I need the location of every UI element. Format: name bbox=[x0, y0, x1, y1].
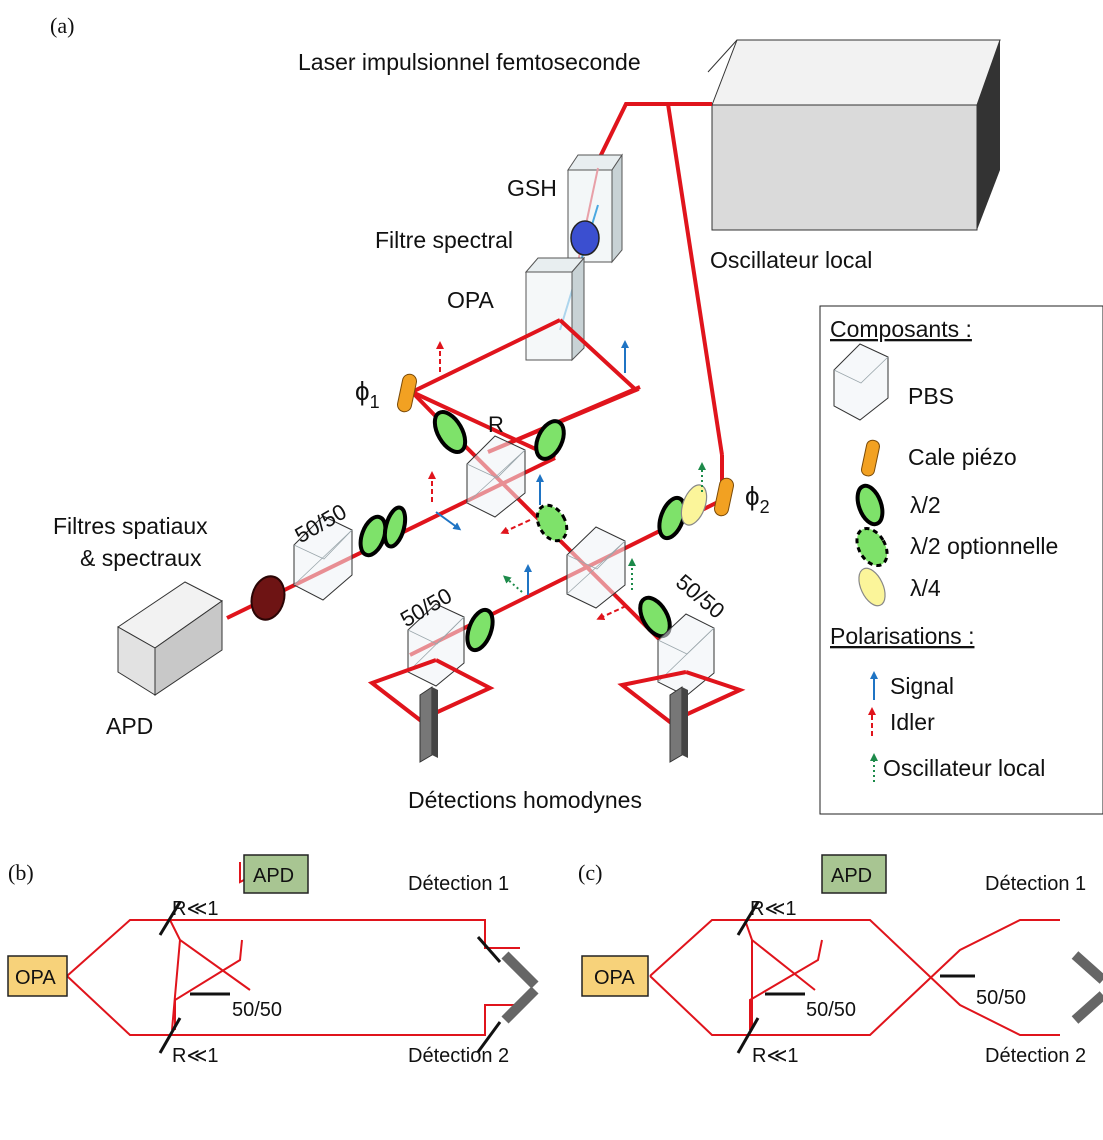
panel-c: (c) OPA APD R≪1 R≪1 50/50 50/50 Détectio… bbox=[578, 854, 1103, 1067]
half-wave-plate-optional bbox=[535, 503, 569, 543]
panel-c-mirror-bottom bbox=[736, 1017, 760, 1054]
panel-b-apd bbox=[243, 854, 309, 894]
svg-text:R≪1: R≪1 bbox=[750, 898, 797, 920]
panel-c-apd bbox=[821, 854, 887, 894]
svg-text:APD: APD bbox=[253, 865, 294, 887]
half-wave-plate bbox=[657, 495, 687, 541]
homodyne-detector bbox=[669, 686, 688, 763]
svg-text:APD: APD bbox=[831, 865, 872, 887]
spectral-filter bbox=[570, 220, 600, 256]
homodyne-detector bbox=[419, 686, 438, 763]
legend-components-title: Composants : bbox=[830, 316, 972, 342]
panel-b-beams bbox=[66, 862, 520, 1036]
panel-b: (b) OPA APD R≪1 R≪1 50/50 Détection 1 Dé… bbox=[7, 854, 539, 1067]
pbs-center bbox=[566, 526, 626, 609]
half-wave-plate bbox=[432, 410, 468, 454]
legend-quarter-wave-icon bbox=[858, 567, 886, 607]
homodyne-label: Détections homodynes bbox=[408, 787, 642, 813]
legend-piezo: Cale piézo bbox=[908, 444, 1017, 470]
panel-b-opa bbox=[7, 955, 68, 997]
filters-label-line1: Filtres spatiaux bbox=[53, 513, 208, 539]
lo-beam bbox=[666, 103, 724, 456]
panel-c-detector-2 bbox=[1071, 991, 1103, 1024]
phi2-label: ϕ2 bbox=[745, 481, 770, 517]
panel-c-beams bbox=[649, 919, 1060, 1036]
panel-b-det-mirror-bottom bbox=[476, 1021, 502, 1053]
panel-c-opa bbox=[581, 955, 649, 997]
piezo-phi2 bbox=[714, 477, 734, 517]
panel-a: (a) Laser impulsionnel femtoseconde GSH … bbox=[50, 13, 1001, 813]
svg-text:OPA: OPA bbox=[594, 967, 635, 989]
half-wave-plate bbox=[382, 505, 408, 549]
svg-text:Détection 2: Détection 2 bbox=[408, 1045, 509, 1067]
panel-b-detector-2 bbox=[501, 986, 539, 1024]
legend-half-wave: λ/2 bbox=[910, 492, 941, 518]
svg-text:50/50: 50/50 bbox=[232, 999, 282, 1021]
apd-box bbox=[117, 581, 223, 696]
idler-arrow bbox=[500, 519, 531, 534]
pbs-r bbox=[466, 435, 526, 518]
legend: Composants : PBS Cale piézo λ/2 λ/2 opti… bbox=[819, 305, 1103, 815]
filter-label: Filtre spectral bbox=[375, 227, 513, 253]
gsh-label: GSH bbox=[507, 175, 557, 201]
panel-b-det-mirror-top bbox=[476, 936, 502, 963]
legend-quarter-wave: λ/4 bbox=[910, 575, 941, 601]
panel-b-detector-1 bbox=[501, 951, 539, 989]
svg-text:Détection 1: Détection 1 bbox=[985, 873, 1086, 895]
legend-half-wave-optional-icon bbox=[855, 527, 889, 567]
pump-beam bbox=[597, 102, 712, 160]
panel-c-label: (c) bbox=[578, 860, 602, 885]
legend-pbs: PBS bbox=[908, 383, 954, 409]
bs-bottom-right-label: 50/50 bbox=[671, 569, 729, 624]
legend-half-wave-icon bbox=[855, 483, 885, 527]
idler-arrow bbox=[596, 605, 627, 620]
spatial-spectral-filter bbox=[250, 575, 286, 621]
panel-b-mirror-bottom bbox=[158, 1017, 182, 1054]
svg-text:R≪1: R≪1 bbox=[172, 1045, 219, 1067]
svg-text:OPA: OPA bbox=[15, 967, 56, 989]
svg-text:Détection 2: Détection 2 bbox=[985, 1045, 1086, 1067]
svg-text:R≪1: R≪1 bbox=[752, 1045, 799, 1067]
panel-b-label: (b) bbox=[8, 860, 34, 885]
laser-label: Laser impulsionnel femtoseconde bbox=[298, 49, 641, 75]
opa-crystal bbox=[524, 256, 586, 362]
r-label: R bbox=[488, 412, 504, 437]
opa-label: OPA bbox=[447, 287, 495, 313]
laser-box bbox=[711, 39, 1001, 231]
legend-piezo-icon bbox=[861, 439, 880, 477]
legend-signal: Signal bbox=[890, 673, 954, 699]
lo-arrow bbox=[502, 575, 523, 593]
panel-b-mirror-top bbox=[158, 901, 182, 936]
apd-label: APD bbox=[106, 713, 153, 739]
local-oscillator-label: Oscillateur local bbox=[710, 247, 872, 273]
piezo-phi1 bbox=[397, 373, 417, 413]
legend-polarisations-title: Polarisations : bbox=[830, 623, 974, 649]
half-wave-plate bbox=[534, 419, 566, 461]
svg-text:50/50: 50/50 bbox=[976, 987, 1026, 1009]
phi1-label: ϕ1 bbox=[355, 376, 380, 412]
bs-cube-left bbox=[293, 515, 353, 601]
legend-local-oscillator: Oscillateur local bbox=[883, 755, 1045, 781]
legend-half-wave-optional: λ/2 optionnelle bbox=[910, 533, 1058, 559]
panel-c-detector-1 bbox=[1071, 951, 1103, 984]
panel-c-mirror-top bbox=[736, 901, 760, 936]
legend-idler: Idler bbox=[890, 709, 935, 735]
signal-arrow bbox=[435, 511, 462, 531]
filters-label-line2: & spectraux bbox=[80, 545, 202, 571]
svg-text:R≪1: R≪1 bbox=[172, 898, 219, 920]
panel-a-label: (a) bbox=[50, 13, 74, 38]
legend-pbs-icon bbox=[833, 343, 889, 421]
svg-text:Détection 1: Détection 1 bbox=[408, 873, 509, 895]
half-wave-plate bbox=[465, 607, 495, 653]
svg-text:50/50: 50/50 bbox=[806, 999, 856, 1021]
